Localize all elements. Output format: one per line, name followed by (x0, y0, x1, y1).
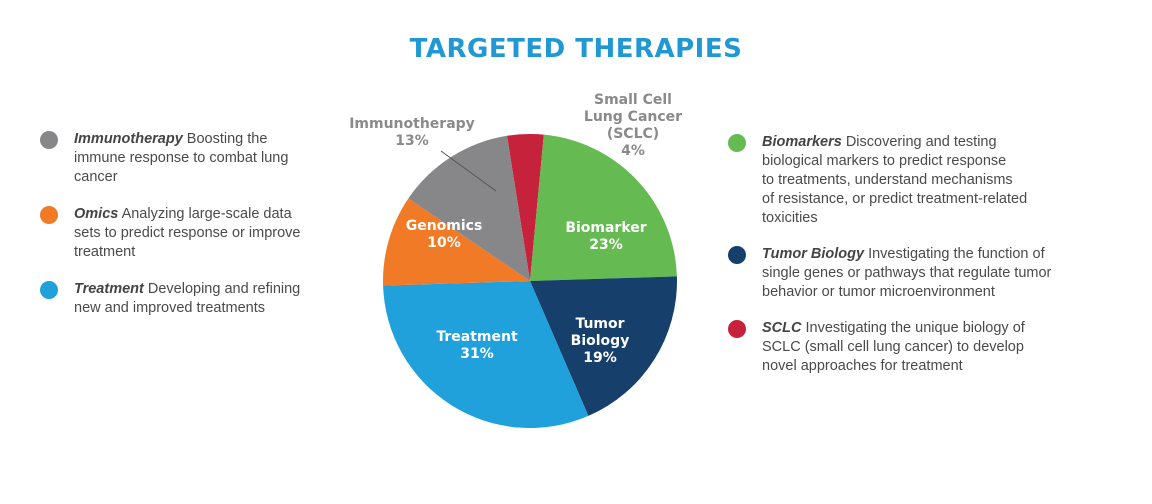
legend-name: Immunotherapy (74, 131, 183, 147)
legend-item-sclc: SCLC Investigating the unique biology of… (728, 319, 1108, 376)
pie-slice-biomarker (530, 134, 677, 281)
legend-name: Biomarkers (762, 134, 842, 150)
pie-slice-genomics (383, 198, 530, 286)
legend-dot-icon (728, 134, 746, 152)
legend-dot-icon (40, 206, 58, 224)
slice-name-label: Biomarker (565, 220, 646, 236)
slice-name-label: Small Cell (594, 92, 672, 108)
slice-percent-label: 13% (395, 133, 429, 149)
chart-title: TARGETED THERAPIES (409, 34, 743, 64)
slice-name-label: Immunotherapy (349, 116, 475, 132)
slice-percent-label: 4% (621, 143, 645, 159)
pie-slice-treatment (383, 281, 589, 429)
legend-name: SCLC (762, 320, 802, 336)
slice-name-label: Tumor (575, 316, 624, 332)
slice-percent-label: 19% (583, 350, 617, 366)
legend-name: Tumor Biology (762, 246, 865, 262)
slice-name-label: Lung Cancer (584, 109, 682, 125)
legend-dot-icon (728, 246, 746, 264)
slice-name-label: Biology (571, 333, 630, 349)
legend-dot-icon (40, 281, 58, 299)
slice-name-label: (SCLC) (607, 126, 659, 142)
slice-percent-label: 10% (427, 235, 461, 251)
slice-name-label: Genomics (406, 218, 483, 234)
slice-percent-label: 23% (589, 237, 623, 253)
legend-name: Treatment (74, 281, 144, 297)
slice-name-label: Treatment (436, 329, 518, 345)
pie-slice-sclc (507, 133, 544, 281)
legend-item-tumor-biology: Tumor Biology Investigating the function… (728, 245, 1108, 302)
pie-slice-immuno (408, 135, 530, 281)
leader-line (440, 150, 497, 192)
legend-dot-icon (40, 131, 58, 149)
legend-dot-icon (728, 320, 746, 338)
pie-slice-tumor (530, 276, 677, 416)
legend-name: Omics (74, 206, 119, 222)
slice-percent-label: 31% (460, 346, 494, 362)
